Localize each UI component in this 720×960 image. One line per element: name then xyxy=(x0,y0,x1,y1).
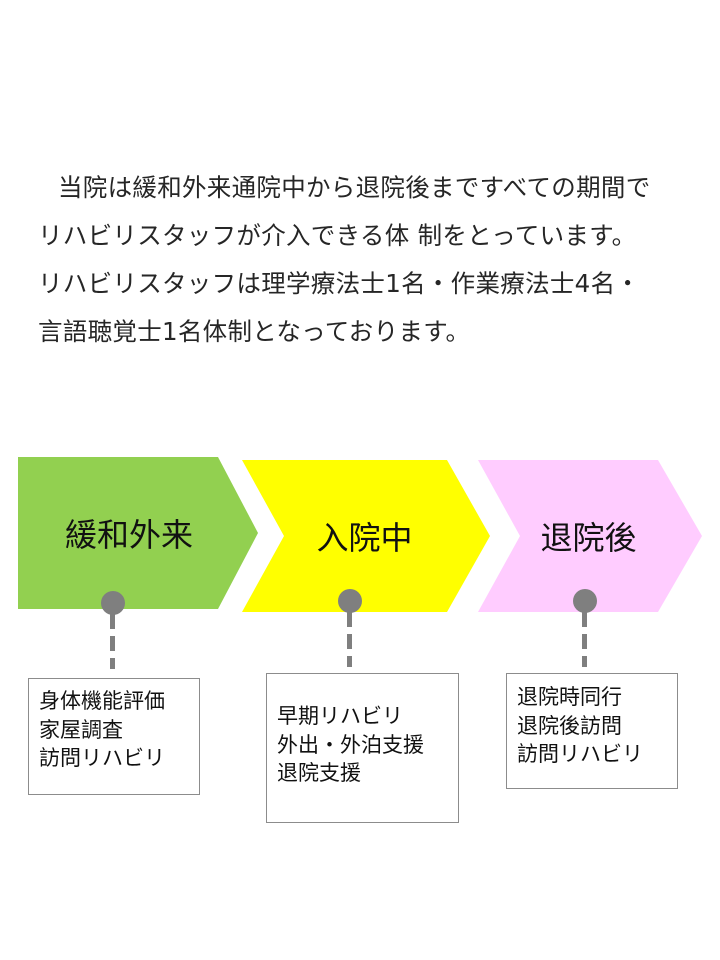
connector-dashed-line xyxy=(110,614,115,669)
detail-box-outpatient: 身体機能評価 家屋調査 訪問リハビリ xyxy=(28,678,200,795)
detail-item: 退院時同行 xyxy=(517,685,622,709)
detail-item: 身体機能評価 xyxy=(39,689,165,713)
phase-inpatient-label: 入院中 xyxy=(316,519,413,557)
connector-dashed-line xyxy=(582,612,587,667)
phase-inpatient-arrow xyxy=(242,460,490,612)
phase-outpatient-shape xyxy=(18,457,258,609)
connector-pin-icon xyxy=(338,589,362,613)
intro-paragraph: 当院は緩和外来通院中から退院後まですべての期間で リハビリスタッフが介入できる体… xyxy=(38,164,708,356)
connector-dashed-line xyxy=(347,612,352,667)
intro-line: 当院は緩和外来通院中から退院後まですべての期間で xyxy=(58,173,651,202)
detail-box-inpatient: 早期リハビリ 外出・外泊支援 退院支援 xyxy=(266,673,459,823)
connector-pin-icon xyxy=(101,591,125,615)
detail-item: 退院後訪問 xyxy=(517,713,622,738)
phase-after-discharge-shape xyxy=(478,460,702,612)
phase-inpatient: 入院中 xyxy=(242,460,492,612)
detail-item: 退院支援 xyxy=(277,761,361,785)
phase-after-discharge-arrow xyxy=(478,460,702,612)
detail-item: 訪問リハビリ xyxy=(39,746,165,770)
intro-line: リハビリスタッフは理学療法士1名・作業療法士4名・ xyxy=(38,269,641,298)
phase-outpatient-label: 緩和外来 xyxy=(64,516,193,554)
phase-after-discharge-label: 退院後 xyxy=(540,519,637,557)
phase-outpatient-arrow xyxy=(18,457,258,609)
intro-line: 言語聴覚士1名体制となっております。 xyxy=(38,317,471,346)
detail-item: 早期リハビリ xyxy=(277,704,403,728)
detail-item: 外出・外泊支援 xyxy=(277,732,424,757)
phase-inpatient-shape xyxy=(242,460,490,612)
intro-line: リハビリスタッフが介入できる体 制をとっています。 xyxy=(38,221,637,250)
detail-item: 家屋調査 xyxy=(39,717,123,742)
phase-after-discharge: 退院後 xyxy=(478,460,704,612)
connector-pin-icon xyxy=(573,589,597,613)
detail-item: 訪問リハビリ xyxy=(517,742,643,766)
phase-outpatient: 緩和外来 xyxy=(18,457,258,609)
detail-box-after-discharge: 退院時同行 退院後訪問 訪問リハビリ xyxy=(506,673,678,789)
